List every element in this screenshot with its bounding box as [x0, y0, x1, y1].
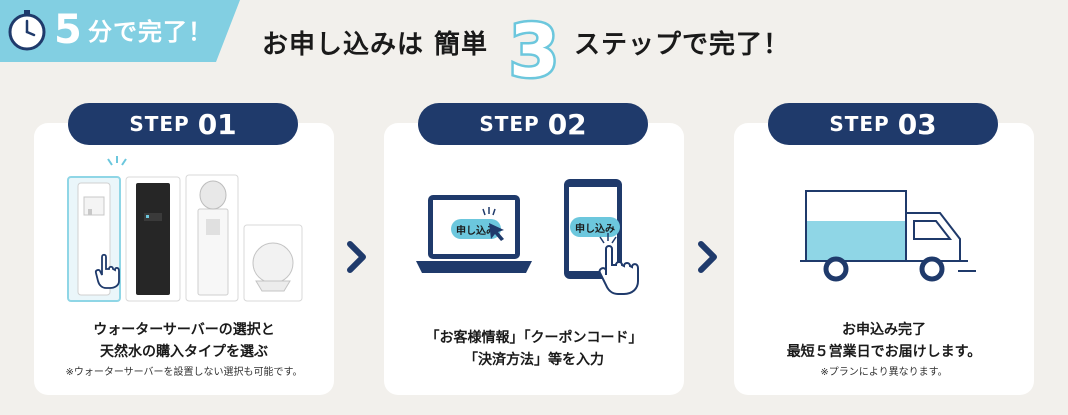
headline-left: お申し込みは 簡単	[262, 30, 489, 60]
step-3-title-line1: お申込み完了	[842, 322, 926, 338]
step-2-prefix: STEP	[479, 112, 540, 136]
delivery-truck-icon	[800, 190, 976, 282]
step-1-prefix: STEP	[129, 112, 190, 136]
step-count: 3	[509, 9, 559, 88]
step-1-note: ※ウォーターサーバーを設置しない選択も可能です。	[65, 367, 303, 378]
step-3-number: 03	[897, 107, 937, 141]
step-2-title-line1: 「お客様情報」「クーポンコード」	[425, 330, 643, 346]
step-card-1: ウォーターサーバーの選択と 天然水の購入タイプを選ぶ ※ウォーターサーバーを設置…	[34, 123, 334, 395]
step-1-title-line1: ウォーターサーバーの選択と	[93, 322, 275, 338]
step-2-label: STEP 02	[418, 103, 648, 145]
pointer-hand-icon	[598, 233, 639, 295]
step-count-figure: 3	[506, 8, 561, 88]
step-3-label: STEP 03	[768, 103, 998, 145]
chevron-right-icon	[347, 241, 366, 273]
chevron-right-icon	[698, 241, 717, 273]
laptop-apply-button: 申し込み	[451, 219, 501, 239]
cursor-icon	[482, 207, 504, 241]
step-3-title-line2: 最短５営業日でお届けします。	[786, 344, 982, 360]
clock-icon	[8, 10, 46, 51]
step-2-title-line2: 「決済方法」等を入力	[464, 352, 604, 368]
step-3-note: ※プランにより異なります。	[820, 367, 948, 378]
step-card-3: お申込み完了 最短５営業日でお届けします。 ※プランにより異なります。	[734, 123, 1034, 395]
step-3-prefix: STEP	[829, 112, 890, 136]
badge-text: 分で完了！	[88, 18, 213, 46]
headline-right: ステップで完了！	[574, 30, 791, 60]
time-badge: 5 分で完了！	[0, 0, 240, 62]
phone-apply-button: 申し込み	[570, 217, 620, 237]
step-1-label: STEP 01	[68, 103, 298, 145]
step-card-2: 申し込み 申し込み 「お客様情報」「クーポンコード」 「決済方法」等を入力	[384, 123, 684, 395]
step-2-number: 02	[547, 107, 587, 141]
step-1-number: 01	[197, 107, 237, 141]
pointer-hand-icon	[94, 253, 120, 289]
badge-number: 5	[54, 7, 82, 53]
step-1-title-line2: 天然水の購入タイプを選ぶ	[100, 344, 268, 360]
